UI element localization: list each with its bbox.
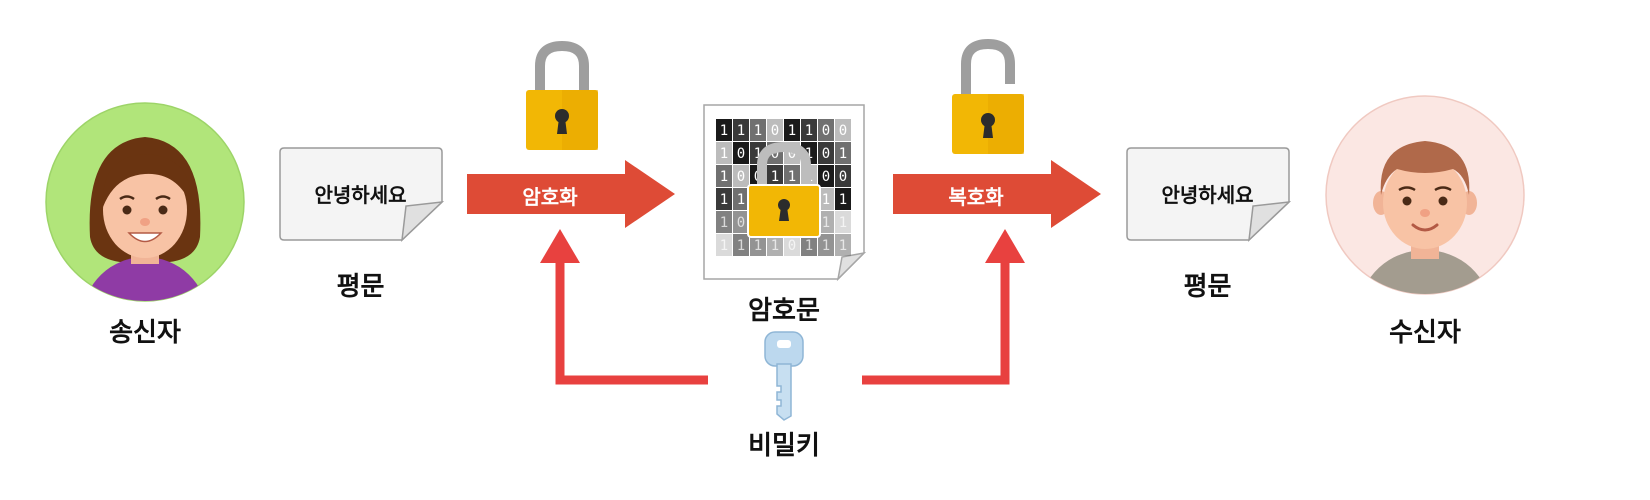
cipher-locked-padlock-icon [747,141,821,238]
bit-digit: 0 [822,169,830,185]
bit-cell [733,188,749,210]
encrypt-arrow [467,160,675,228]
bit-digit: 1 [737,123,745,139]
bit-digit: 1 [754,123,762,139]
bit-digit: 0 [737,169,745,185]
bit-cell [767,165,783,187]
bit-cell [733,234,749,256]
bit-cell [716,165,732,187]
bit-cell [767,119,783,141]
bit-digit: 1 [788,169,796,185]
bit-cell [733,142,749,164]
bit-digit: 1 [754,146,762,162]
bit-cell [733,211,749,233]
plaintext-left-text: 안녕하세요 [314,183,407,207]
receiver-label: 수신자 [1389,318,1461,348]
bit-digit: 1 [720,215,728,231]
bit-cell [784,165,800,187]
bit-cell [716,188,732,210]
bit-cell [818,165,834,187]
bit-cell [733,119,749,141]
bit-cell [818,234,834,256]
bit-cell [750,234,766,256]
ciphertext-group: 1110110010100101100111001101001110011011… [700,103,868,333]
bit-digit: 0 [822,146,830,162]
bit-cell [716,119,732,141]
bit-digit: 1 [822,238,830,254]
bit-cell [750,119,766,141]
bit-digit: 0 [839,169,847,185]
bit-digit: 1 [720,146,728,162]
bit-digit: 1 [805,238,813,254]
bit-digit: 1 [805,123,813,139]
bit-digit: 1 [720,238,728,254]
bit-cell [784,119,800,141]
sender-group: 송신자 [45,102,245,352]
bit-digit: 0 [788,238,796,254]
sender-label: 송신자 [109,318,181,348]
bit-digit: 1 [737,192,745,208]
bit-digit: 0 [771,146,779,162]
bit-cell [835,234,851,256]
ciphertext-caption: 암호문 [748,296,820,326]
bit-cell [835,119,851,141]
document-shape [1126,147,1292,242]
bit-cell [835,165,851,187]
locked-padlock-icon [526,40,598,150]
decrypt-label: 복호화 [948,185,1004,209]
bit-digit: 1 [839,146,847,162]
bit-cell [784,234,800,256]
bit-cell [835,188,851,210]
bit-digit: 1 [839,215,847,231]
plaintext-left-caption: 평문 [336,272,385,302]
encrypt-label: 암호화 [522,185,578,209]
bit-digit: 1 [771,169,779,185]
plaintext-left-group: 안녕하세요 평문 [278,146,446,306]
bit-cell [801,119,817,141]
bit-digit: 1 [720,169,728,185]
bit-cell [733,165,749,187]
bit-digit: 0 [737,215,745,231]
bit-cell [818,188,834,210]
bit-cell [818,142,834,164]
plaintext-right-text: 안녕하세요 [1161,183,1254,207]
bit-digit: 0 [788,146,796,162]
secret-key-label: 비밀키 [748,431,820,461]
bit-digit: 1 [839,238,847,254]
key-to-decrypt-arrow [862,229,1025,385]
plaintext-right-caption: 평문 [1183,272,1232,302]
sender-avatar [45,102,245,302]
bit-cell [716,211,732,233]
bit-digit: 1 [720,192,728,208]
bit-cell [835,142,851,164]
bit-cell [716,234,732,256]
bit-digit: 1 [754,238,762,254]
unlocked-padlock-icon [952,38,1024,154]
bit-digit: 1 [805,146,813,162]
bit-cell [818,211,834,233]
bit-digit: 1 [822,215,830,231]
bit-digit: 1 [839,192,847,208]
bit-digit: 0 [839,123,847,139]
bit-digit: 0 [822,123,830,139]
bit-digit: 1 [720,123,728,139]
bit-digit: 1 [822,192,830,208]
bit-digit: 1 [737,238,745,254]
bit-cell [767,234,783,256]
decrypt-arrow [893,160,1101,228]
key-icon [764,331,804,421]
document-shape [279,147,445,242]
plaintext-right-group: 안녕하세요 평문 [1125,146,1293,306]
bit-digit: 1 [771,238,779,254]
receiver-avatar [1325,95,1525,295]
bit-cell [801,234,817,256]
bit-digit: 1 [788,123,796,139]
bit-digit: 0 [737,146,745,162]
bit-digit: 0 [771,123,779,139]
bit-cell [835,211,851,233]
bit-cell [818,119,834,141]
receiver-group: 수신자 [1325,95,1525,348]
key-to-encrypt-arrow [540,229,708,385]
bit-cell [716,142,732,164]
